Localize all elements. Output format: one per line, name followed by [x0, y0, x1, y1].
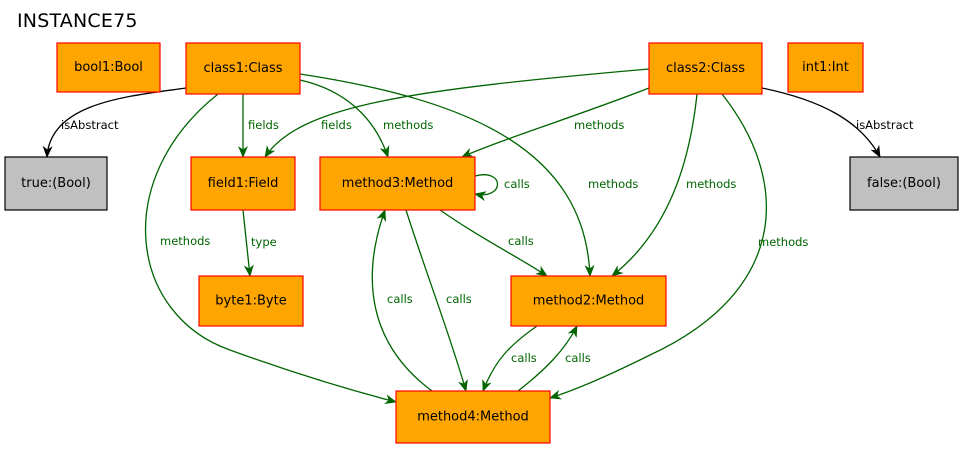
edge-label-class1-field1: fields: [248, 118, 279, 132]
node-true[interactable]: true:(Bool): [4, 156, 108, 211]
node-box-byte1[interactable]: [198, 275, 304, 327]
edge-class1-method2-methods: [299, 73, 595, 277]
edge-class2-method3-methods: [461, 87, 650, 158]
node-label-int1: int1:Int: [802, 60, 849, 75]
node-box-class2[interactable]: [648, 42, 763, 95]
edge-method4-method2-calls: [517, 325, 578, 392]
node-label-byte1: byte1:Byte: [215, 294, 286, 309]
diagram-title: INSTANCE75: [17, 10, 138, 32]
node-bool1[interactable]: bool1:Bool: [56, 42, 161, 93]
edge-class2-false-isabstract: [761, 87, 881, 158]
edge-label-method3-method2: calls: [508, 234, 534, 248]
edge-label-method3-method3: calls: [504, 177, 530, 191]
node-class2[interactable]: class2:Class: [648, 42, 763, 95]
edge-label-class2-field1: fields: [321, 118, 352, 132]
edge-method3-method4-calls: [405, 209, 468, 392]
node-method4[interactable]: method4:Method: [395, 390, 551, 444]
edge-label-class2-false: isAbstract: [856, 118, 914, 132]
edge-class1-method4-methods: [144, 93, 397, 405]
node-label-false: false:(Bool): [867, 176, 941, 191]
node-box-false[interactable]: [849, 156, 959, 211]
edge-label-class1-method3: methods: [383, 118, 433, 132]
node-method2[interactable]: method2:Method: [510, 275, 667, 327]
node-box-true[interactable]: [4, 156, 108, 211]
node-int1[interactable]: int1:Int: [787, 42, 864, 93]
edge-class1-true-isabstract: [42, 87, 187, 158]
edge-method3-method2-calls: [439, 209, 548, 277]
node-method3[interactable]: method3:Method: [319, 156, 476, 211]
node-box-bool1[interactable]: [56, 42, 161, 93]
node-label-field1: field1:Field: [208, 176, 279, 191]
edge-label-class2-method3: methods: [574, 118, 624, 132]
edge-label-class1-true: isAbstract: [61, 118, 119, 132]
node-box-method3[interactable]: [319, 156, 476, 211]
node-class1[interactable]: class1:Class: [185, 42, 301, 95]
edge-method4-method3-calls: [371, 209, 433, 392]
nodes-layer: bool1:Bool class1:Class class2:Class int1:I…: [4, 42, 959, 444]
node-label-method3: method3:Method: [342, 176, 454, 191]
node-label-bool1: bool1:Bool: [74, 60, 143, 75]
node-label-method4: method4:Method: [417, 410, 529, 425]
edge-class2-method2-methods: [611, 93, 698, 277]
edge-label-class2-method4: methods: [758, 235, 808, 249]
node-box-class1[interactable]: [185, 42, 301, 95]
node-box-field1[interactable]: [190, 156, 296, 211]
node-label-class1: class1:Class: [203, 61, 282, 76]
node-field1[interactable]: field1:Field: [190, 156, 296, 211]
edge-label-class2-method2: methods: [686, 177, 736, 191]
node-box-method4[interactable]: [395, 390, 551, 444]
node-box-method2[interactable]: [510, 275, 667, 327]
node-label-true: true:(Bool): [21, 176, 91, 191]
node-false[interactable]: false:(Bool): [849, 156, 959, 211]
edge-label-class1-method2: methods: [588, 177, 638, 191]
node-byte1[interactable]: byte1:Byte: [198, 275, 304, 327]
edge-field1-byte1-type: [242, 209, 254, 277]
edge-label-method3-method4: calls: [446, 292, 472, 306]
edge-class2-field1-fields: [264, 68, 650, 158]
edge-method2-method4-calls: [482, 325, 538, 392]
edge-method3-method3-calls: [474, 174, 499, 202]
edge-labels-layer: isAbstract fields methods methods methods fie…: [61, 118, 914, 365]
node-label-class2: class2:Class: [666, 61, 745, 76]
edge-label-method4-method2: calls: [565, 351, 591, 365]
edge-label-field1-byte1: type: [251, 235, 277, 249]
node-label-method2: method2:Method: [533, 294, 645, 309]
edge-label-method2-method4: calls: [511, 351, 537, 365]
node-box-int1[interactable]: [787, 42, 864, 93]
edges-layer: [42, 68, 881, 405]
edge-class2-method4-methods: [549, 93, 768, 400]
edge-label-method4-method3: calls: [387, 292, 413, 306]
edge-label-class1-method4: methods: [160, 234, 210, 248]
